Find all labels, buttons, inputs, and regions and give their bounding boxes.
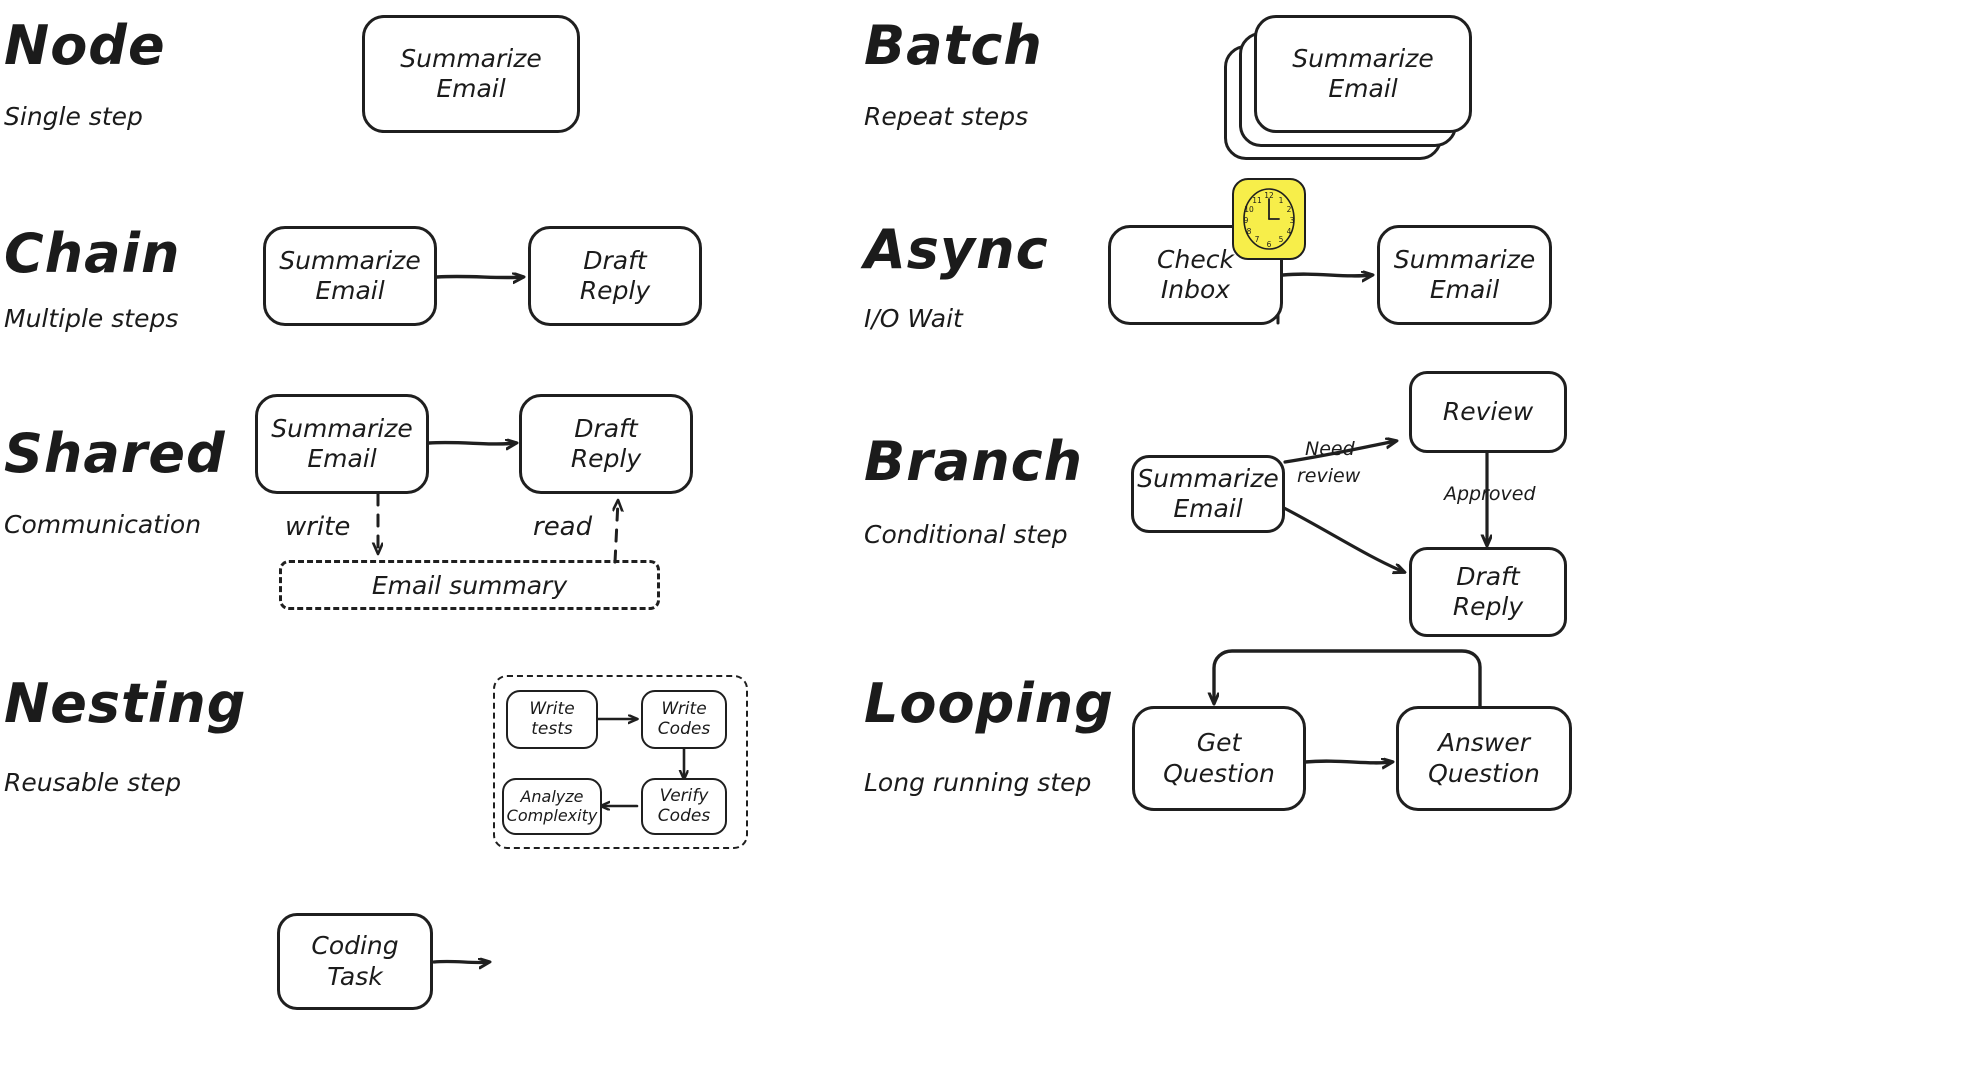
svg-text:3: 3 (1290, 216, 1295, 225)
node-label: Summarize Email (400, 43, 542, 104)
section-subtitle-looping: Long running step (864, 768, 1092, 797)
edge-branch-to-draft (1282, 506, 1404, 572)
svg-text:6: 6 (1267, 240, 1272, 249)
node-label: Summarize Email (271, 413, 413, 474)
edge-branch-to-review (1283, 441, 1396, 464)
section-subtitle-shared: Communication (4, 510, 202, 539)
shared-store[interactable]: Email summary (279, 560, 660, 610)
node-label: Get Question (1163, 728, 1275, 788)
edge-loop-feedback (1214, 649, 1482, 714)
edge-chain-summarize-to-draft (435, 276, 523, 277)
section-title-branch: Branch (864, 430, 1084, 493)
node-branch-draft-reply[interactable]: Draft Reply (1409, 547, 1567, 637)
node-label: Draft Reply (579, 245, 651, 306)
node-label: Write tests (529, 698, 575, 739)
node-branch-review[interactable]: Review (1409, 371, 1567, 453)
node-label: Summarize Email (1292, 43, 1434, 104)
node-sub-analyze-complexity[interactable]: Analyze Complexity (502, 778, 602, 835)
edge-loop-get-to-answer (1303, 761, 1392, 763)
node-label: Check Inbox (1157, 244, 1234, 305)
node-label: Summarize Email (1137, 463, 1279, 524)
edge-label-need-review-line2: review (1297, 465, 1361, 487)
section-title-looping: Looping (864, 672, 1114, 735)
node-chain-draft-reply[interactable]: Draft Reply (528, 226, 702, 326)
node-label: Summarize Email (1393, 244, 1536, 305)
section-subtitle-async: I/O Wait (864, 304, 963, 333)
svg-text:7: 7 (1255, 235, 1260, 244)
node-async-summarize-email[interactable]: Summarize Email (1377, 225, 1552, 325)
node-branch-summarize-email[interactable]: Summarize Email (1131, 455, 1285, 533)
svg-text:2: 2 (1287, 205, 1292, 214)
node-label: Draft Reply (570, 413, 642, 474)
node-loop-answer-question[interactable]: Answer Question (1396, 706, 1572, 811)
node-chain-summarize-email[interactable]: Summarize Email (263, 226, 437, 326)
edge-label-approved: Approved (1444, 483, 1536, 505)
edge-shared-summarize-to-draft (427, 443, 516, 444)
node-summarize-email[interactable]: Summarize Email (362, 15, 580, 133)
edge-label-read: read (533, 512, 593, 542)
node-label: Verify Codes (657, 785, 711, 826)
section-subtitle-nesting: Reusable step (4, 768, 182, 797)
svg-text:8: 8 (1247, 227, 1252, 236)
clock-icon: 12 1 2 3 4 5 6 7 8 9 10 11 (1232, 178, 1306, 260)
node-label: Answer Question (1428, 728, 1540, 788)
node-shared-draft-reply[interactable]: Draft Reply (519, 394, 693, 494)
node-batch-summarize-email[interactable]: Summarize Email (1254, 15, 1472, 133)
section-title-node: Node (4, 14, 166, 77)
node-shared-summarize-email[interactable]: Summarize Email (255, 394, 429, 494)
node-label: Summarize Email (279, 245, 421, 306)
node-label: Analyze Complexity (506, 787, 598, 825)
svg-text:1: 1 (1279, 196, 1284, 205)
section-title-batch: Batch (864, 14, 1043, 77)
svg-text:12: 12 (1264, 191, 1274, 200)
section-title-shared: Shared (4, 422, 226, 485)
section-title-chain: Chain (4, 222, 181, 285)
section-title-nesting: Nesting (4, 672, 247, 735)
node-loop-get-question[interactable]: Get Question (1132, 706, 1306, 811)
node-label: Write Codes (657, 698, 711, 739)
node-sub-write-codes[interactable]: Write Codes (641, 690, 727, 749)
section-title-async: Async (864, 218, 1049, 281)
section-subtitle-node: Single step (4, 102, 143, 131)
node-label: Coding Task (311, 931, 399, 991)
section-subtitle-batch: Repeat steps (864, 102, 1029, 131)
svg-text:4: 4 (1287, 227, 1292, 236)
svg-text:5: 5 (1279, 235, 1284, 244)
shared-store-label: Email summary (371, 570, 568, 600)
edge-label-write: write (285, 512, 351, 542)
edge-shared-read (615, 501, 618, 564)
edge-nesting-task-to-subflow (432, 961, 489, 962)
node-async-check-inbox[interactable]: Check Inbox (1108, 225, 1283, 325)
svg-text:9: 9 (1244, 216, 1249, 225)
node-label: Review (1442, 396, 1534, 426)
node-nesting-coding-task[interactable]: Coding Task (277, 913, 433, 1010)
svg-text:11: 11 (1252, 196, 1262, 205)
node-label: Draft Reply (1452, 561, 1524, 622)
edge-async-inbox-to-summarize (1281, 274, 1372, 276)
section-subtitle-branch: Conditional step (864, 520, 1068, 549)
node-sub-verify-codes[interactable]: Verify Codes (641, 778, 727, 835)
section-subtitle-chain: Multiple steps (4, 304, 179, 333)
edge-label-need-review-line1: Need (1305, 438, 1355, 460)
node-sub-write-tests[interactable]: Write tests (506, 690, 598, 749)
nesting-subflow-group (493, 675, 748, 849)
svg-text:10: 10 (1244, 205, 1254, 214)
